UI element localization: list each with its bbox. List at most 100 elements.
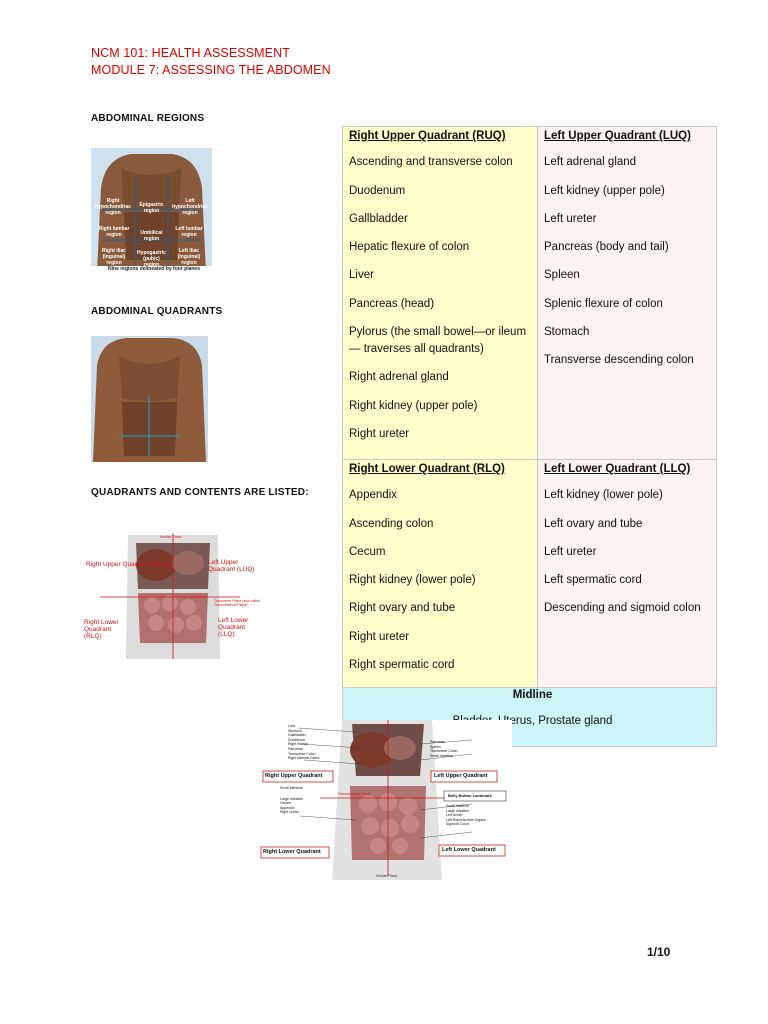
ruq-item: Right kidney (upper pole): [349, 399, 478, 412]
rlq-item: Right spermatic cord: [349, 659, 455, 672]
luq-cell: Left Upper Quadrant (LUQ) Left adrenal g…: [537, 126, 717, 460]
luq-item: Splenic flexure of colon: [544, 297, 663, 310]
ruq-item: Pancreas (head): [349, 297, 435, 310]
organ-label: Small intestine: [280, 786, 303, 790]
organ-label: Stomach: [288, 728, 302, 733]
rlq-figure-label: Right Lower Quadrant (RLQ): [84, 619, 119, 640]
rlq-item: Right kidney (lower pole): [349, 574, 476, 587]
llq-figure-label: Left Lower Quadrant (LLQ): [218, 617, 249, 638]
luq-item: Stomach: [544, 326, 590, 339]
rlq-item: Appendix: [349, 489, 397, 502]
rlq-item: Ascending colon: [349, 517, 434, 530]
abdominal-regions-figure: Right hypochondriac region Epigastric re…: [91, 148, 212, 272]
region-label: Umbilical region: [140, 230, 163, 242]
right-lower-organ-labels: Small Intestine Large Intestine Left Ure…: [446, 804, 510, 827]
region-label: Left hypochondriac region: [172, 198, 208, 216]
organ-label: Small Intestine: [446, 804, 469, 808]
llq-cell: Left Lower Quadrant (LLQ) Left kidney (l…: [537, 459, 717, 688]
luq-item: Left ureter: [544, 212, 597, 225]
ruq-box-label: Right Upper Quadrant: [265, 773, 323, 779]
llq-box-label: Left Lower Quadrant: [442, 847, 496, 853]
organ-label: Spleen: [430, 744, 441, 749]
rlq-cell: Right Lower Quadrant (RLQ) Appendix Asce…: [342, 459, 538, 688]
ruq-item: Right ureter: [349, 427, 410, 440]
abdominal-quadrants-figure: [91, 336, 208, 462]
rlq-item: Cecum: [349, 545, 386, 558]
ruq-item: Liver: [349, 269, 374, 282]
llq-heading: Left Lower Quadrant (LLQ): [544, 463, 691, 475]
organ-label: Pancreas: [288, 746, 303, 751]
region-label: Right iliac (inguinal) region: [102, 248, 126, 266]
contents-heading: QUADRANTS AND CONTENTS ARE LISTED:: [91, 487, 309, 498]
luq-item: Left adrenal gland: [544, 156, 637, 169]
ruq-item: Right adrenal gland: [349, 371, 449, 384]
organ-label: Pancreas: [430, 740, 445, 744]
organ-label: Right Adrenal Gland: [288, 756, 320, 761]
organ-label: Liver: [288, 724, 296, 728]
luq-box-label: Left Upper Quadrant: [434, 773, 488, 779]
organ-label: Cecum: [280, 801, 292, 806]
ruq-item: Pylorus (the small bowel—or ileum — trav…: [349, 326, 527, 356]
organ-label: Transverse Colon: [288, 751, 316, 756]
region-label: Hypogastric (pubic) region: [137, 250, 166, 268]
llq-item: Left ureter: [544, 545, 597, 558]
organ-label: Small Intestine: [430, 753, 453, 758]
luq-item: Pancreas (body and tail): [544, 241, 669, 254]
rlq-box-label: Right Lower Quadrant: [263, 849, 321, 855]
quadrant-organs-figure: Right Upper Quadrant (RUQ) Left Upper Qu…: [80, 533, 263, 663]
ruq-item: Hepatic flexure of colon: [349, 241, 470, 254]
belly-button-label: Belly Button Landmark: [448, 793, 492, 798]
median-plane-label: Median Plane: [160, 535, 182, 539]
ruq-heading: Right Upper Quadrant (RUQ): [349, 130, 506, 142]
region-label: Right hypochondriac region: [95, 198, 131, 216]
llq-item: Left spermatic cord: [544, 574, 642, 587]
regions-caption: Nine regions delineated by four planes: [108, 266, 200, 272]
organ-label: Sigmoid Colon: [446, 822, 469, 827]
median-plane-label: Median Plane: [376, 874, 398, 878]
transumbilical-plane-label: Transumbilical Plane: [338, 792, 371, 796]
ruq-cell: Right Upper Quadrant (RUQ) Ascending and…: [342, 126, 538, 460]
organ-label: Appendix: [280, 805, 295, 810]
module-title: MODULE 7: ASSESSING THE ABDOMEN: [91, 63, 331, 77]
llq-item: Left ovary and tube: [544, 517, 643, 530]
regions-heading: ABDOMINAL REGIONS: [91, 113, 205, 124]
transverse-plane-label: Transverse Plane (also called Transumbil…: [214, 599, 260, 607]
region-label: Epigastric region: [139, 202, 164, 214]
left-lower-organ-labels: Small intestine Large Intestine Cecum Ap…: [280, 786, 336, 815]
midline-cell: Midline Bladder, Uterus, Prostate gland: [342, 687, 717, 747]
region-label: Left lumbar region: [175, 226, 203, 238]
organ-label: Left Ureter: [446, 813, 463, 818]
organ-label: Transverse Colon: [430, 749, 458, 754]
organ-label: Right Kidney: [288, 742, 308, 747]
luq-figure-label: Left Upper Quadrant (LUQ): [208, 559, 255, 573]
region-label: Right lumbar region: [98, 226, 130, 238]
organ-label: Right Ureter: [280, 810, 299, 815]
organ-label: Large Intestine: [446, 808, 470, 813]
luq-heading: Left Upper Quadrant (LUQ): [544, 130, 691, 142]
luq-item: Spleen: [544, 269, 580, 282]
organ-label: Gallbladder: [288, 733, 306, 738]
quadrant-contents-table: Right Upper Quadrant (RUQ) Ascending and…: [342, 126, 717, 747]
labeled-organs-figure: Right Upper Quadrant Left Upper Quadrant…: [260, 720, 512, 882]
ruq-item: Gallbladder: [349, 212, 408, 225]
ruq-figure-label: Right Upper Quadrant (RUQ): [86, 561, 171, 568]
rlq-item: Right ureter: [349, 630, 410, 643]
quadrants-heading: ABDOMINAL QUADRANTS: [91, 306, 223, 317]
llq-item: Descending and sigmoid colon: [544, 602, 701, 615]
luq-item: Left kidney (upper pole): [544, 184, 665, 197]
organ-label: Duodenum: [288, 737, 306, 742]
rlq-item: Right ovary and tube: [349, 602, 456, 615]
course-title: NCM 101: HEALTH ASSESSMENT: [91, 46, 290, 60]
page-number: 1/10: [647, 945, 671, 959]
region-label: Left iliac (inguinal) region: [177, 248, 201, 266]
ruq-item: Duodenum: [349, 184, 406, 197]
organ-label: Large Intestine: [280, 796, 304, 801]
luq-item: Transverse descending colon: [544, 354, 694, 367]
left-organ-labels: Liver Stomach Gallbladder Duodenum Right…: [288, 724, 344, 761]
ruq-item: Ascending and transverse colon: [349, 156, 513, 169]
right-organ-labels: Pancreas Spleen Transverse Colon Small I…: [430, 740, 490, 758]
rlq-heading: Right Lower Quadrant (RLQ): [349, 463, 505, 475]
organ-label: Left Reproductive Organs: [446, 817, 486, 822]
llq-item: Left kidney (lower pole): [544, 489, 663, 502]
midline-heading: Midline: [512, 689, 553, 701]
